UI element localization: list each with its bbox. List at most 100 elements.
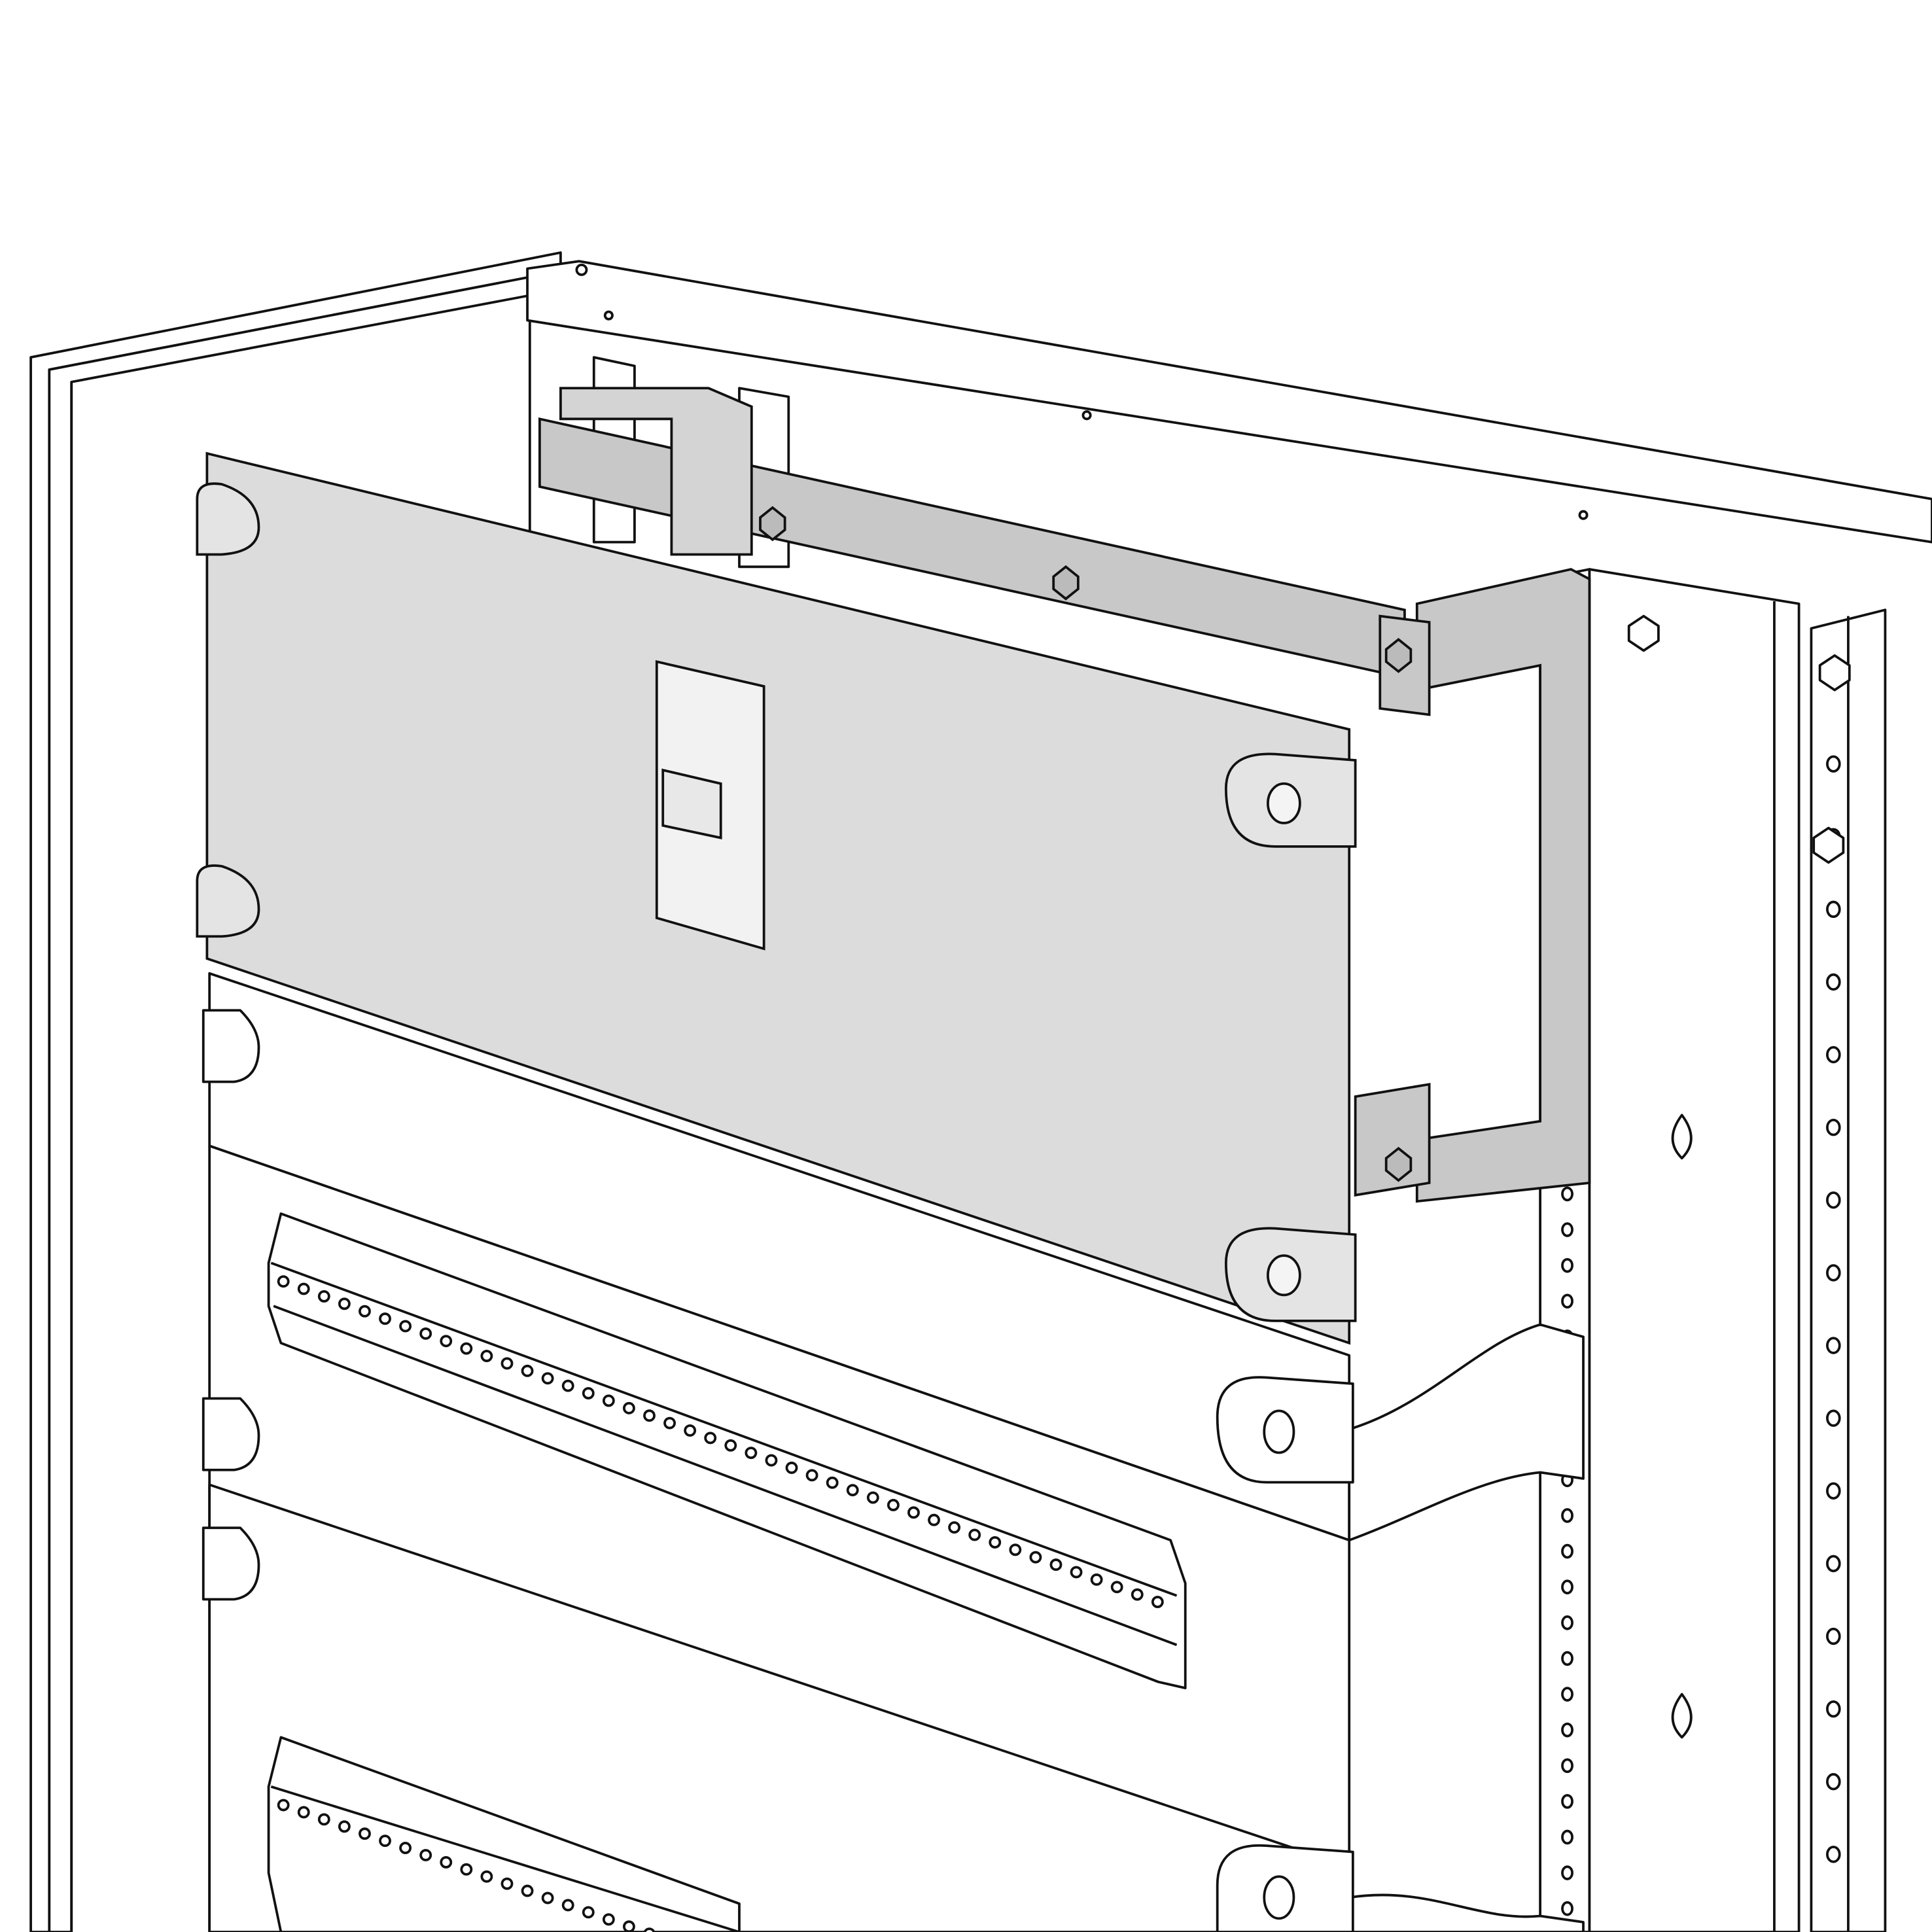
upright-hole: [1561, 1293, 1573, 1309]
terminal-screw: [968, 1528, 981, 1541]
terminal-screw: [745, 1447, 758, 1460]
terminal-screw: [521, 1884, 534, 1897]
upright-hole: [1561, 1543, 1573, 1559]
terminal-screw: [1151, 1596, 1164, 1608]
hex-nut-icon: [1384, 638, 1413, 673]
upright-hole: [1561, 1687, 1573, 1702]
upright-hole: [1561, 1186, 1573, 1202]
terminal-screw: [887, 1499, 900, 1511]
terminal-screw: [317, 1290, 330, 1303]
upright-hole: [1561, 1257, 1573, 1273]
upright-hole: [1561, 1901, 1573, 1916]
terminal-screw: [379, 1312, 391, 1326]
terminal-screw: [704, 1431, 717, 1445]
hex-nut-icon: [759, 506, 786, 542]
quarter-turn-screw-icon: [1263, 1875, 1295, 1920]
upright-hole: [1826, 900, 1841, 919]
hex-nut-icon: [1818, 654, 1851, 692]
upright-hole: [1561, 1651, 1573, 1666]
terminal-screw: [1009, 1543, 1022, 1556]
quarter-turn-screw-icon: [1263, 1409, 1295, 1454]
terminal-screw: [297, 1282, 310, 1295]
upright-hole: [1561, 1722, 1573, 1738]
terminal-screw: [277, 1799, 290, 1812]
terminal-screw: [338, 1297, 351, 1310]
hex-nut-icon: [1052, 565, 1080, 601]
upright-hole: [1826, 1191, 1841, 1209]
quarter-turn-screw-icon: [1267, 782, 1301, 824]
din-rail-terminal-icon: [267, 1212, 1187, 1932]
terminal-screw: [602, 1913, 615, 1926]
upright-hole: [1826, 1700, 1841, 1718]
terminal-screw: [826, 1476, 839, 1489]
upright-hole: [1826, 755, 1841, 773]
cover-panel: [196, 451, 1357, 1345]
terminal-screw: [663, 1416, 676, 1430]
terminal-screw: [1049, 1558, 1063, 1572]
terminal-screw: [1110, 1581, 1123, 1594]
terminal-screw: [419, 1327, 432, 1340]
terminal-screw: [541, 1372, 554, 1385]
hex-nut-icon: [1384, 1146, 1413, 1182]
upright-hole: [1826, 1264, 1841, 1282]
upright-hole: [1826, 973, 1841, 991]
terminal-screw: [501, 1357, 514, 1370]
upright-hole: [1561, 1794, 1573, 1809]
terminal-screw: [480, 1350, 493, 1362]
terminal-screw: [582, 1387, 595, 1399]
terminal-screw: [805, 1469, 818, 1482]
upright-hole: [1826, 1627, 1841, 1645]
terminal-screw: [1029, 1551, 1042, 1564]
terminal-screw: [460, 1342, 473, 1355]
upright-hole: [1826, 1119, 1841, 1136]
terminal-screw: [399, 1842, 412, 1854]
metal-bracket: [538, 387, 1591, 1203]
hex-nut-icon: [1812, 826, 1845, 864]
terminal-screw: [501, 1877, 514, 1890]
terminal-screw: [359, 1305, 371, 1318]
terminal-screw: [785, 1462, 798, 1474]
terminal-screw: [623, 1920, 635, 1932]
terminal-screw: [948, 1521, 961, 1534]
terminal-screw: [561, 1899, 574, 1912]
terminal-screw: [724, 1439, 737, 1452]
right-uprights: [1539, 568, 1887, 1932]
upright-hole: [1826, 1409, 1841, 1427]
terminal-screw: [846, 1484, 859, 1497]
terminal-screw: [399, 1320, 412, 1333]
upright-hole: [1826, 1773, 1841, 1791]
upright-hole: [1561, 1222, 1573, 1237]
upright-hole: [1561, 1758, 1573, 1774]
terminal-screw: [521, 1364, 534, 1377]
terminal-screw: [928, 1513, 940, 1526]
terminal-screw: [1131, 1588, 1144, 1601]
hex-nut-icon: [1627, 614, 1660, 652]
terminal-screw: [297, 1806, 310, 1819]
terminal-screw: [623, 1401, 635, 1414]
upright-hole: [1826, 1554, 1841, 1573]
upright-hole: [1561, 1579, 1573, 1594]
terminal-screw: [643, 1409, 656, 1422]
terminal-screw: [440, 1855, 453, 1869]
terminal-screw: [480, 1870, 493, 1883]
terminal-screw: [1090, 1573, 1103, 1586]
upright-hole: [1561, 1615, 1573, 1630]
terminal-screw: [907, 1506, 920, 1519]
terminal-screw: [541, 1891, 554, 1905]
upright-hole: [1826, 1045, 1841, 1064]
terminal-screw: [1070, 1566, 1083, 1579]
terminal-screw: [277, 1275, 290, 1288]
terminal-screw: [359, 1827, 371, 1840]
terminal-screw: [338, 1820, 351, 1833]
terminal-screw: [460, 1863, 473, 1876]
terminal-screw: [440, 1335, 453, 1348]
terminal-screw: [989, 1536, 1002, 1549]
terminal-screw: [602, 1394, 615, 1407]
terminal-screw: [561, 1379, 574, 1392]
terminal-screw: [379, 1835, 391, 1848]
quarter-turn-screw-icon: [1267, 1254, 1301, 1297]
upright-hole: [1561, 1508, 1573, 1523]
upright-hole: [1826, 1846, 1841, 1863]
upright-hole: [1561, 1865, 1573, 1880]
